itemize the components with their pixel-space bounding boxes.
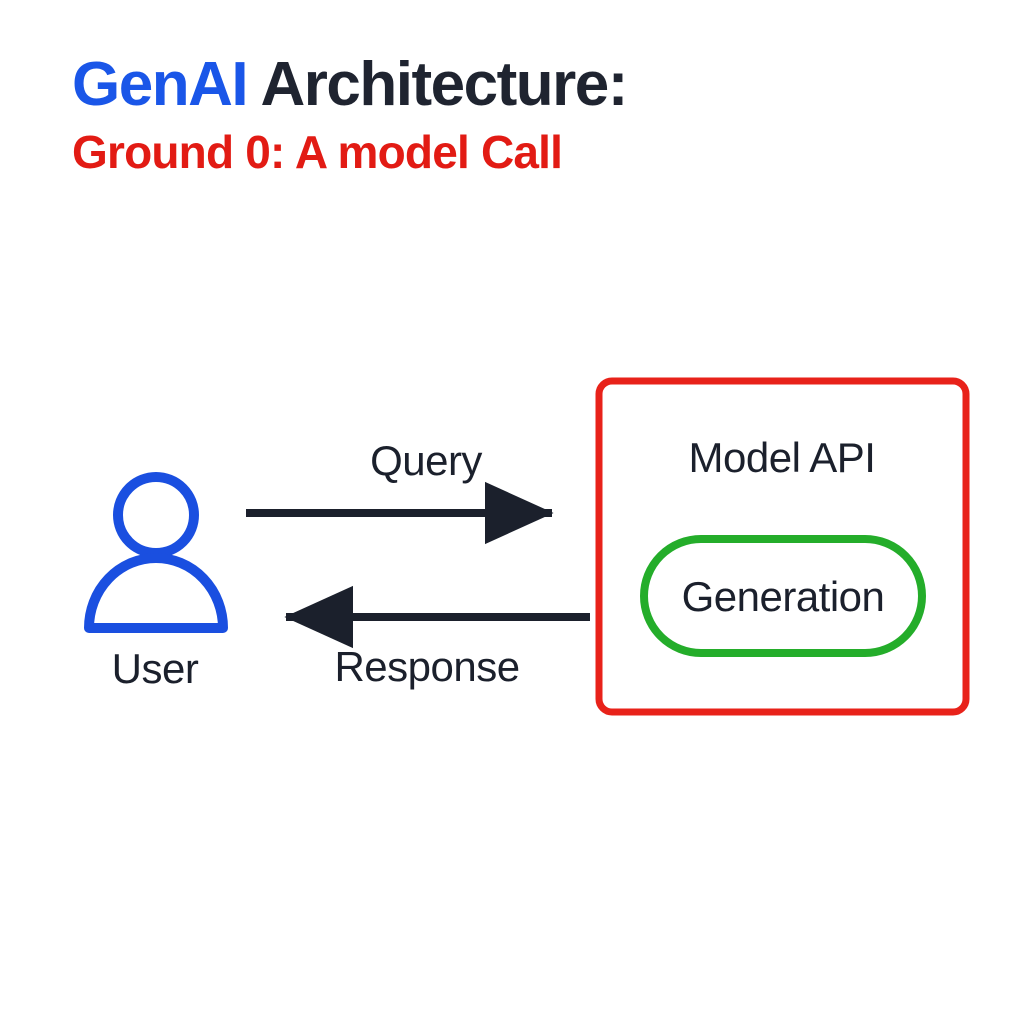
user-node[interactable] bbox=[82, 472, 234, 634]
user-label: User bbox=[111, 645, 199, 692]
response-edge-label: Response bbox=[334, 643, 520, 690]
query-arrow-node[interactable] bbox=[242, 492, 592, 534]
model-api-label: Model API bbox=[688, 434, 876, 481]
user-person-icon bbox=[84, 472, 228, 633]
title-rest-text: Architecture: bbox=[247, 50, 629, 119]
generation-label: Generation bbox=[681, 573, 885, 620]
generation-pill bbox=[640, 535, 926, 657]
title-block: GenAI Architecture: Ground 0: A model Ca… bbox=[72, 50, 932, 178]
page-subtitle: Ground 0: A model Call bbox=[72, 125, 563, 178]
generation-node[interactable] bbox=[638, 533, 928, 659]
title-brand-text: GenAI bbox=[72, 50, 249, 119]
page-title: GenAI Architecture: bbox=[72, 50, 932, 119]
response-arrow-node[interactable] bbox=[244, 598, 596, 640]
query-edge-label: Query bbox=[370, 437, 482, 484]
